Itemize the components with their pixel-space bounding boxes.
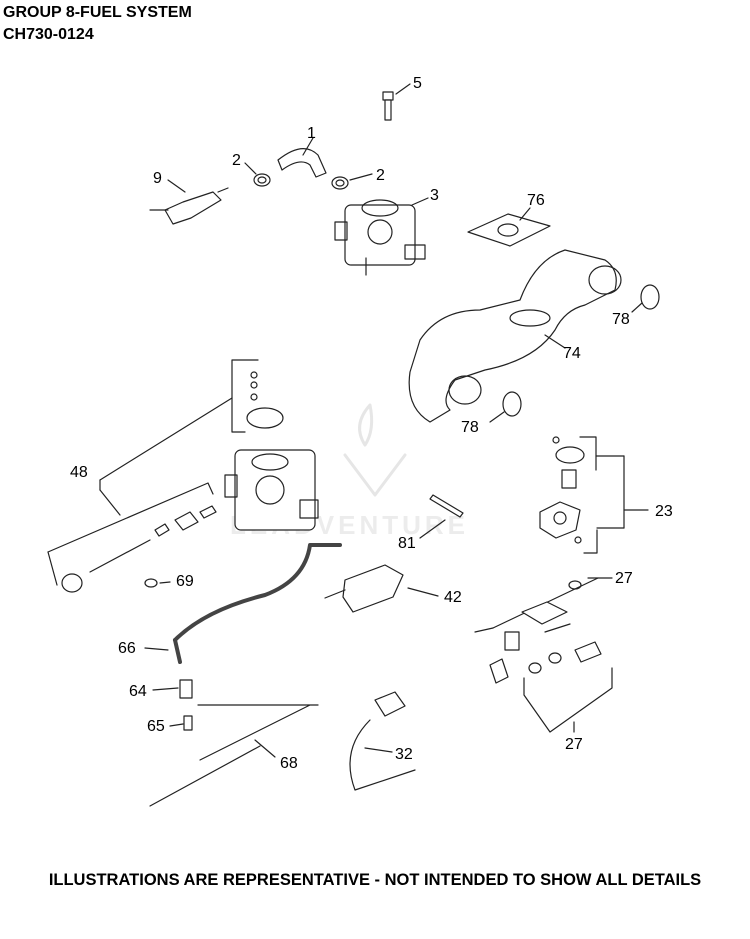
callout-2-left: 2	[232, 152, 241, 169]
part-65-sleeve	[169, 715, 193, 731]
callout-64: 64	[129, 683, 147, 700]
part-48-kit-bracket	[47, 359, 259, 586]
callout-74: 74	[563, 345, 581, 362]
callout-42: 42	[444, 589, 462, 606]
part-3-carburetor	[334, 197, 429, 276]
carburetor-assembly	[224, 449, 319, 531]
model-number: CH730-0124	[3, 26, 94, 43]
callout-3: 3	[430, 187, 439, 204]
part-66-fuel-line	[144, 543, 342, 664]
watermark-logo	[343, 403, 407, 497]
part-5-bolt	[382, 83, 411, 121]
callout-69: 69	[176, 573, 194, 590]
callout-68: 68	[280, 755, 298, 772]
callout-labels: 5 1 2 2 9 3 76 78 74 78 48 23 81 69 42 2…	[70, 75, 673, 772]
callout-5: 5	[413, 75, 422, 92]
disclaimer-footer: ILLUSTRATIONS ARE REPRESENTATIVE - NOT I…	[48, 871, 702, 889]
callout-23: 23	[655, 503, 673, 520]
part-23-bracket	[579, 436, 649, 554]
part-27-lower-bracket	[523, 667, 613, 733]
callout-9: 9	[153, 170, 162, 187]
part-42-solenoid	[324, 564, 439, 613]
diagram-header: GROUP 8-FUEL SYSTEM CH730-0124	[3, 2, 192, 46]
part-23-components	[539, 436, 585, 544]
callout-66: 66	[118, 640, 136, 657]
callout-78-lower: 78	[461, 419, 479, 436]
part-81-pin	[419, 494, 464, 539]
callout-1: 1	[307, 125, 316, 142]
callout-27-upper: 27	[615, 570, 633, 587]
callout-48: 48	[70, 464, 88, 481]
part-48-kit-components	[61, 371, 284, 593]
callout-27-lower: 27	[565, 736, 583, 753]
part-69-washer	[144, 578, 171, 588]
callout-81: 81	[398, 535, 416, 552]
diagram-title: GROUP 8-FUEL SYSTEM	[3, 4, 192, 21]
callout-2-right: 2	[376, 167, 385, 184]
part-78-o-ring-lower	[489, 391, 522, 423]
callout-78-upper: 78	[612, 311, 630, 328]
part-1-fuel-hose	[277, 137, 327, 178]
callout-32: 32	[395, 746, 413, 763]
callout-76: 76	[527, 192, 545, 209]
callout-65: 65	[147, 718, 165, 735]
part-74-intake-manifold	[408, 249, 622, 423]
part-32-sensor	[349, 691, 416, 791]
part-9-fuel-filter	[149, 179, 229, 225]
part-2-hose-clamp-left	[244, 162, 271, 187]
part-76-gasket	[467, 207, 551, 247]
part-2-hose-clamp-right	[331, 173, 373, 190]
part-78-o-ring-upper	[631, 284, 660, 313]
part-64-fitting	[152, 679, 193, 699]
part-68-wire-harness	[149, 704, 319, 807]
part-27-components	[489, 580, 602, 684]
